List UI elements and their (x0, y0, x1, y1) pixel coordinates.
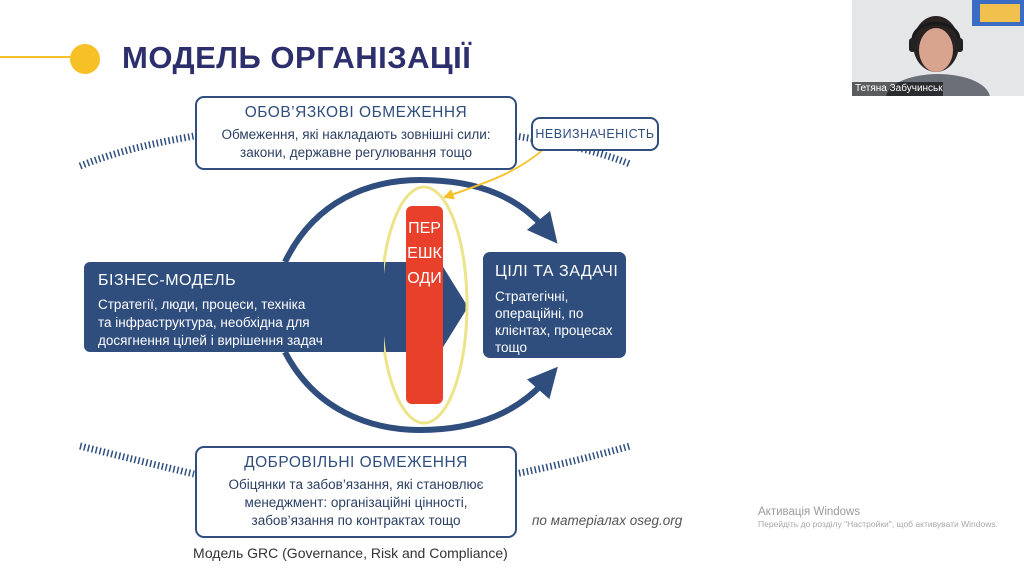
voluntary-constraints-title: ДОБРОВІЛЬНІ ОБМЕЖЕННЯ (244, 454, 468, 471)
title-accent-dot (70, 44, 100, 74)
business-model-line3: досягнення цілей і вирішення задач (98, 333, 323, 348)
mandatory-constraints-line1: Обмеження, які накладають зовнішні сили: (221, 127, 491, 142)
goals-line3: клієнтах, процесах (495, 323, 613, 338)
business-model-line2: та інфраструктура, необхідна для (98, 315, 310, 330)
goals-line1: Стратегічні, (495, 289, 569, 304)
windows-activation-hint: Перейдіть до розділу "Настройки", щоб ак… (758, 519, 998, 529)
goals-line2: операційні, по (495, 306, 584, 321)
curved-arrow-top (282, 176, 558, 264)
participant-video (852, 0, 1024, 96)
business-model-title: БІЗНЕС-МОДЕЛЬ (98, 272, 237, 289)
goals-title: ЦІЛІ ТА ЗАДАЧІ (495, 263, 619, 280)
goals-block: ЦІЛІ ТА ЗАДАЧІ Стратегічні, операційні, … (483, 252, 626, 358)
dashed-arc-top-left (78, 132, 195, 170)
obstacles-label: ПЕРЕШКОДИ (407, 220, 442, 287)
dashed-arc-bottom-left (79, 442, 195, 478)
mandatory-constraints-box: ОБОВ’ЯЗКОВІ ОБМЕЖЕННЯ Обмеження, які нак… (195, 96, 517, 170)
source-credit: по матеріалах oseg.org (532, 513, 683, 528)
voluntary-constraints-line2: менеджмент: організаційні цінності, (244, 495, 468, 510)
obstacles-bar: ПЕРЕШКОДИ (406, 206, 443, 404)
dashed-arc-bottom-right (514, 442, 631, 478)
slide-caption: Модель GRC (Governance, Risk and Complia… (193, 545, 508, 561)
slide-title: МОДЕЛЬ ОРГАНІЗАЦІЇ (122, 40, 472, 75)
title-accent-line (0, 56, 76, 58)
business-model-block: БІЗНЕС-МОДЕЛЬ Стратегії, люди, процеси, … (84, 262, 384, 352)
uncertainty-pointer (442, 147, 546, 200)
mandatory-constraints-line2: закони, державне регулювання тощо (240, 145, 472, 160)
voluntary-constraints-line1: Обіцянки та забов’язання, які становлює (228, 477, 484, 492)
curved-arrow-bottom (282, 350, 558, 434)
goals-line4: тощо (495, 340, 528, 355)
voluntary-constraints-box: ДОБРОВІЛЬНІ ОБМЕЖЕННЯ Обіцянки та забов’… (195, 446, 517, 538)
uncertainty-box: НЕВИЗНАЧЕНІСТЬ (531, 117, 659, 151)
voluntary-constraints-line3: забов’язання по контрактах тощо (251, 513, 461, 528)
business-model-line1: Стратегії, люди, процеси, техніка (98, 297, 306, 312)
webcam-thumbnail[interactable]: Тетяна Забучинськ... (852, 0, 1024, 96)
participant-name: Тетяна Забучинськ... (852, 82, 943, 96)
mandatory-constraints-title: ОБОВ’ЯЗКОВІ ОБМЕЖЕННЯ (244, 104, 468, 121)
windows-activation-title: Активація Windows (758, 506, 861, 518)
